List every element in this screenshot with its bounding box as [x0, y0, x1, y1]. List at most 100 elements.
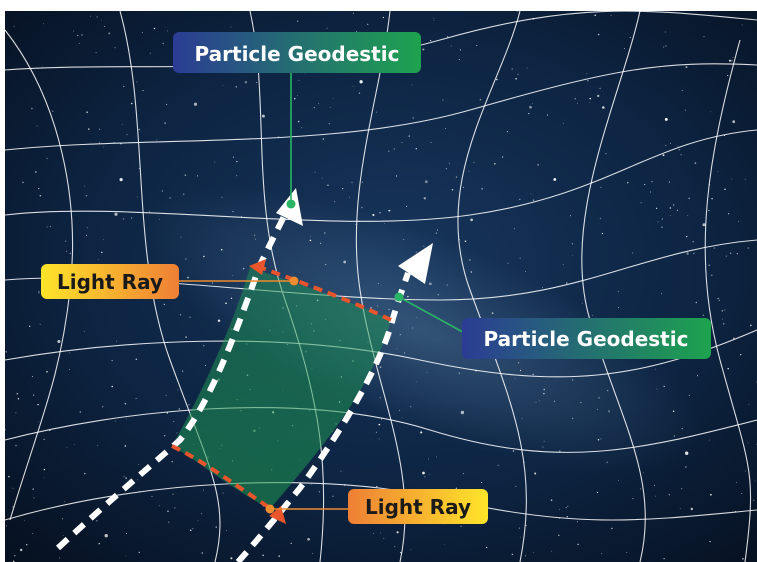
star — [458, 372, 460, 374]
star — [550, 499, 553, 501]
star — [328, 123, 330, 125]
geodesic-left — [55, 210, 289, 551]
star — [436, 229, 439, 231]
star — [79, 411, 81, 413]
star — [533, 552, 535, 554]
star — [450, 45, 452, 47]
star — [220, 248, 223, 251]
star — [4, 428, 6, 430]
star — [96, 16, 98, 18]
star — [744, 178, 746, 180]
star — [709, 540, 711, 543]
star — [732, 57, 734, 59]
star — [460, 525, 462, 528]
star — [659, 68, 661, 70]
star — [542, 286, 544, 288]
star — [49, 225, 51, 228]
star — [32, 394, 35, 396]
star — [214, 161, 216, 163]
star — [479, 98, 482, 101]
star — [322, 138, 324, 140]
grid-line — [4, 129, 757, 222]
star — [65, 250, 67, 252]
star — [518, 527, 520, 529]
star — [314, 171, 316, 173]
star — [39, 194, 42, 197]
star — [136, 81, 138, 83]
star — [605, 152, 607, 155]
star — [98, 142, 101, 144]
star — [84, 472, 86, 475]
star — [577, 102, 578, 104]
star-field — [4, 11, 757, 562]
star — [355, 223, 357, 225]
star — [668, 494, 670, 496]
star — [644, 183, 646, 186]
star — [661, 218, 664, 220]
star — [197, 520, 199, 522]
star — [410, 549, 412, 550]
star — [168, 521, 170, 523]
star — [376, 111, 378, 113]
star — [412, 117, 414, 119]
star — [394, 546, 396, 548]
star — [309, 239, 312, 242]
star — [96, 520, 98, 522]
star — [378, 423, 381, 426]
star — [422, 471, 425, 475]
star — [415, 381, 417, 383]
star — [187, 276, 189, 279]
star — [211, 282, 213, 284]
star — [415, 251, 417, 253]
star — [602, 106, 605, 109]
star — [230, 297, 233, 299]
star — [587, 80, 589, 82]
star — [203, 255, 205, 258]
star — [174, 507, 176, 509]
star — [72, 30, 75, 32]
star — [562, 122, 564, 124]
star — [97, 444, 99, 446]
star — [142, 90, 144, 92]
milky-way-glow — [139, 187, 701, 473]
star — [36, 125, 38, 127]
star — [673, 435, 676, 437]
star — [423, 245, 425, 247]
star — [692, 241, 694, 243]
star — [501, 156, 504, 158]
star — [627, 182, 629, 184]
star — [38, 421, 40, 423]
star — [396, 348, 398, 350]
star — [665, 45, 667, 47]
star — [655, 368, 657, 370]
star — [193, 102, 198, 106]
star — [111, 359, 113, 362]
star — [169, 197, 171, 199]
star — [332, 495, 334, 497]
star — [320, 242, 322, 244]
star — [379, 396, 382, 399]
star — [15, 445, 17, 447]
star — [38, 291, 40, 294]
star — [179, 314, 182, 316]
star — [159, 219, 160, 220]
star — [153, 27, 156, 30]
star — [189, 316, 191, 318]
star — [703, 36, 705, 37]
star — [114, 47, 116, 49]
star — [684, 109, 687, 111]
star — [708, 209, 710, 212]
star — [559, 450, 561, 452]
star — [126, 532, 128, 534]
star — [403, 352, 406, 354]
star — [176, 432, 178, 434]
star — [516, 11, 518, 12]
star — [158, 505, 160, 507]
star — [733, 337, 735, 340]
star — [515, 485, 517, 487]
label-text: Light Ray — [365, 495, 471, 519]
star — [610, 15, 612, 17]
star — [189, 529, 192, 532]
grid-line — [355, 10, 406, 562]
star — [46, 370, 48, 373]
